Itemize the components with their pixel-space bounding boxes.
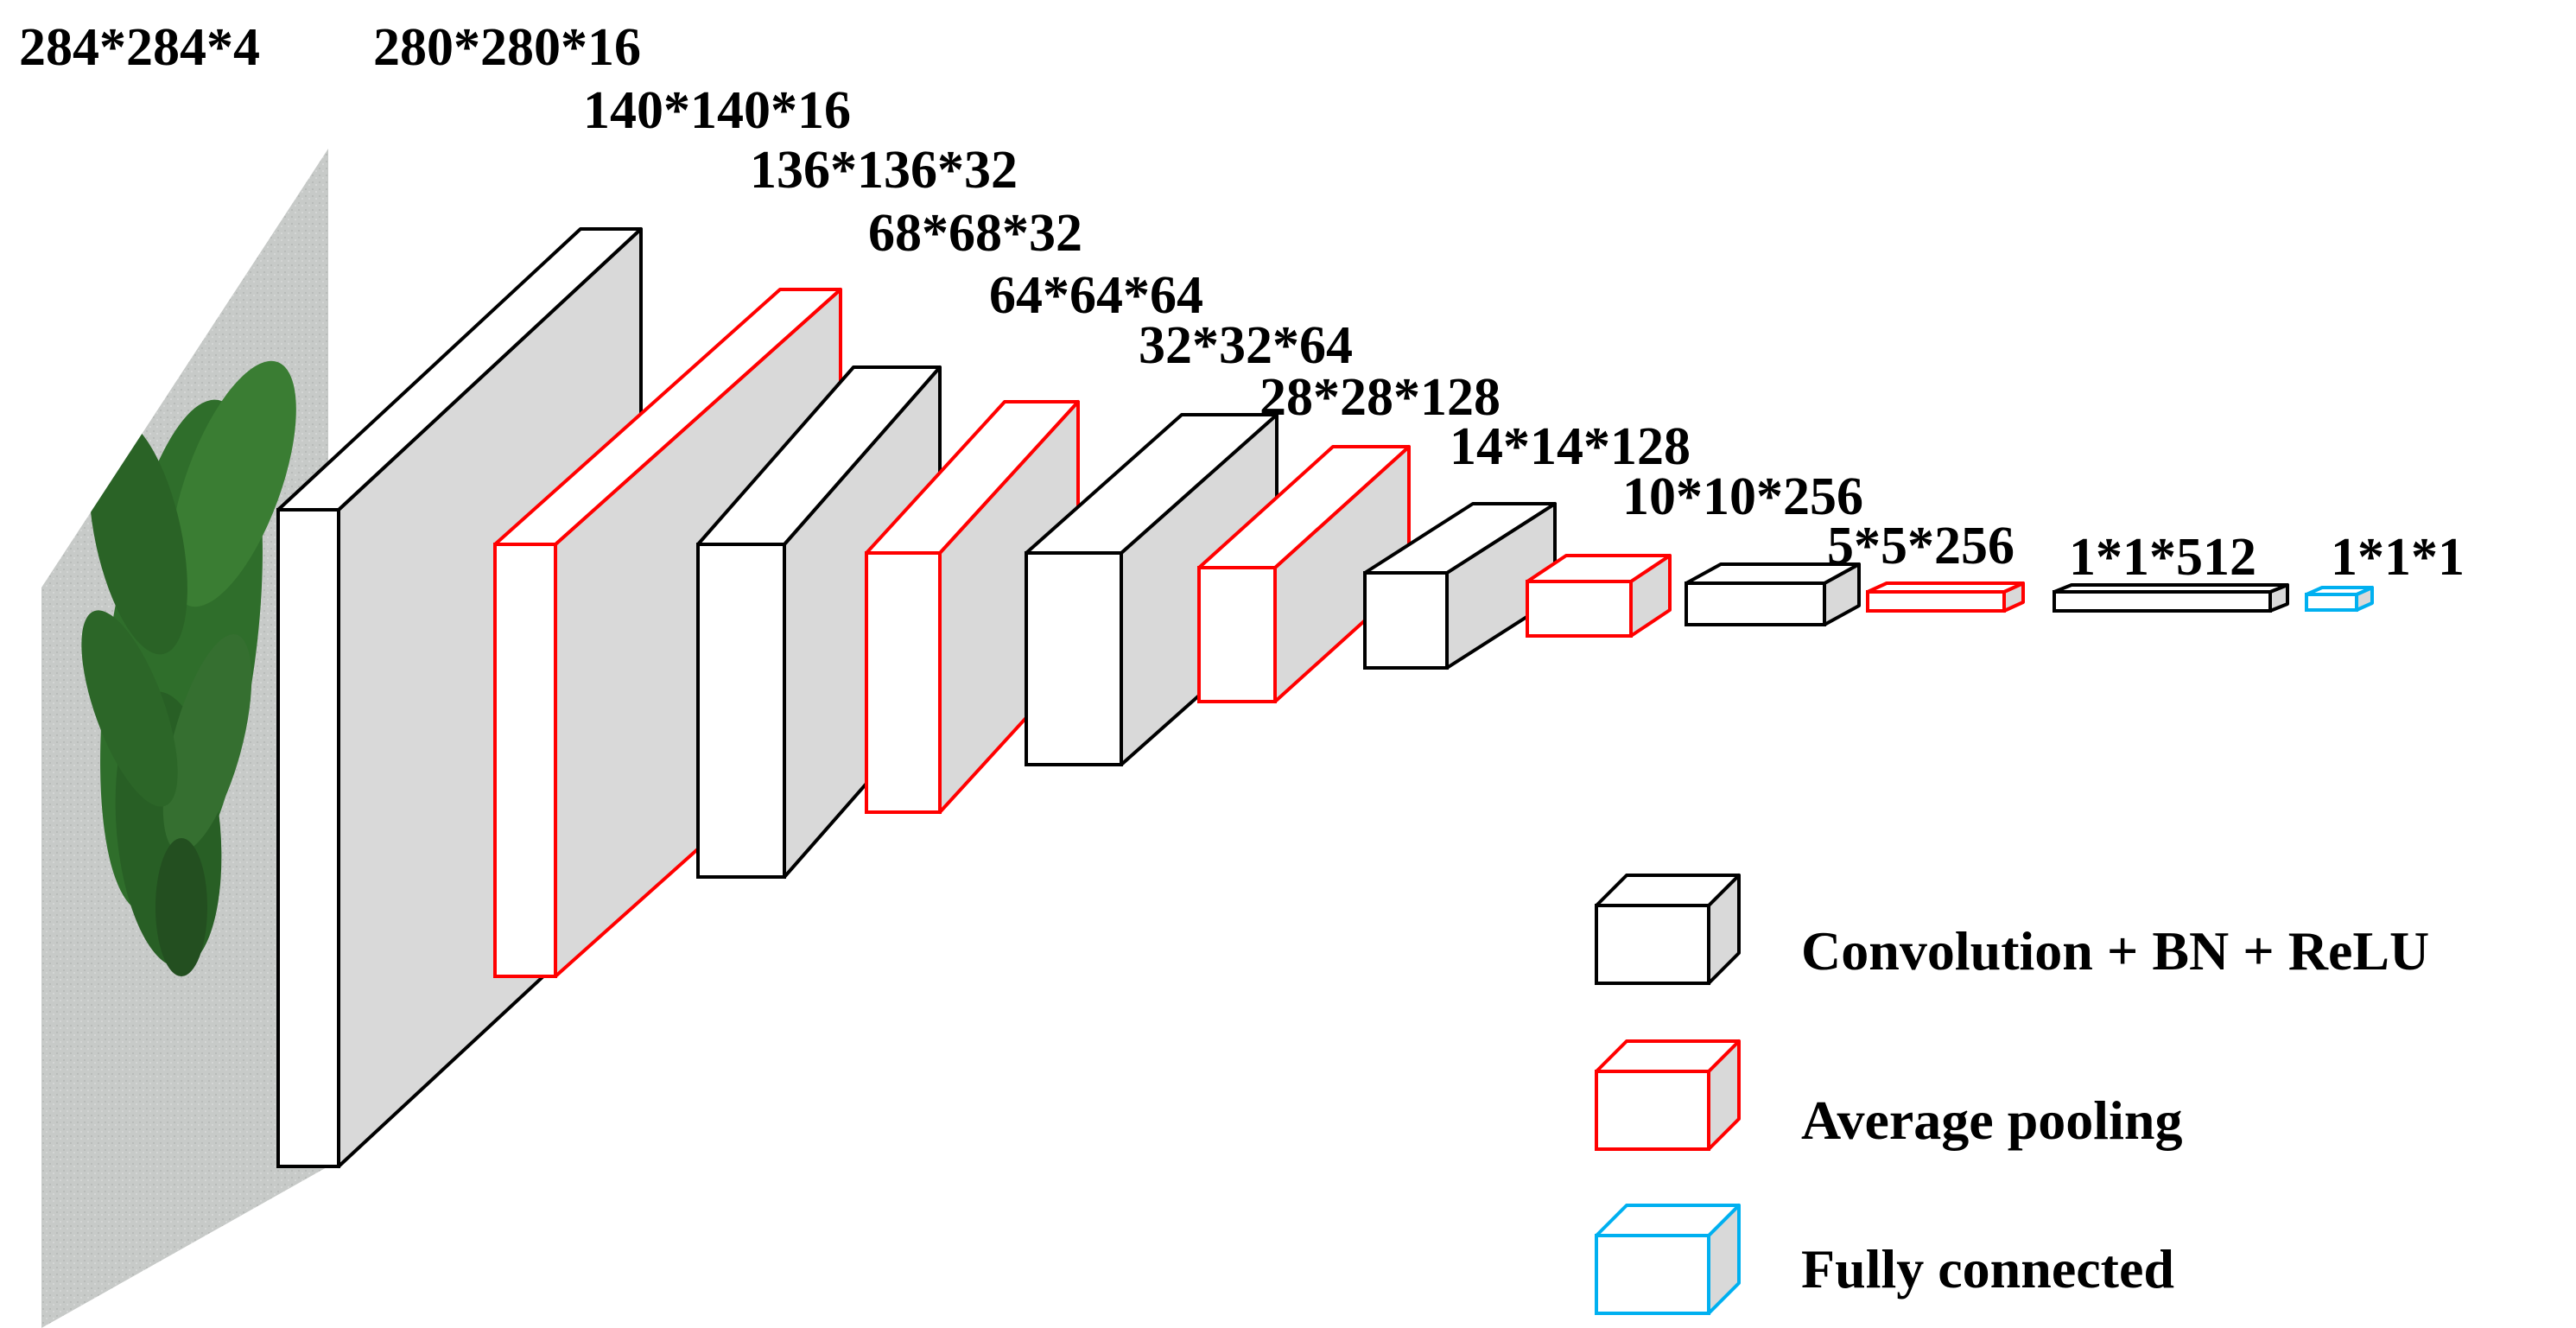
layer-block-6-pool <box>1197 445 1411 703</box>
layer-block-11-conv <box>2053 583 2289 613</box>
legend <box>1595 874 1741 1315</box>
input-dimension-label: 284*284*4 <box>19 18 260 77</box>
legend-label-fc: Fully connected <box>1801 1238 2174 1299</box>
layer-label-5: 64*64*64 <box>989 266 1203 325</box>
layer-label-7: 28*28*128 <box>1259 368 1501 427</box>
legend-fc-icon <box>1595 1204 1741 1315</box>
layer-label-3: 136*136*32 <box>750 141 1018 200</box>
layer-label-4: 68*68*32 <box>868 204 1082 263</box>
layer-block-3-conv <box>696 365 942 879</box>
legend-label-pool: Average pooling <box>1801 1090 2182 1151</box>
layer-block-9-conv <box>1685 562 1861 626</box>
layer-block-12-fc <box>2305 586 2374 612</box>
layer-block-7-conv <box>1363 502 1557 670</box>
layer-block-4-pool <box>865 400 1080 814</box>
layer-label-6: 32*32*64 <box>1139 316 1353 375</box>
layer-label-2: 140*140*16 <box>583 81 851 140</box>
legend-pool-icon <box>1595 1039 1741 1151</box>
layer-label-9: 10*10*256 <box>1622 467 1863 526</box>
layer-block-8-pool <box>1526 554 1672 638</box>
layer-label-12: 1*1*1 <box>2331 528 2465 587</box>
layer-label-10: 5*5*256 <box>1827 517 2014 575</box>
legend-conv-icon <box>1595 874 1741 985</box>
layer-label-11: 1*1*512 <box>2069 528 2256 587</box>
layer-label-8: 14*14*128 <box>1450 417 1691 476</box>
layer-label-1: 280*280*16 <box>373 18 641 77</box>
layer-blocks <box>276 227 2374 1168</box>
layer-block-10-pool <box>1866 581 2025 613</box>
legend-label-conv: Convolution + BN + ReLU <box>1801 920 2429 982</box>
